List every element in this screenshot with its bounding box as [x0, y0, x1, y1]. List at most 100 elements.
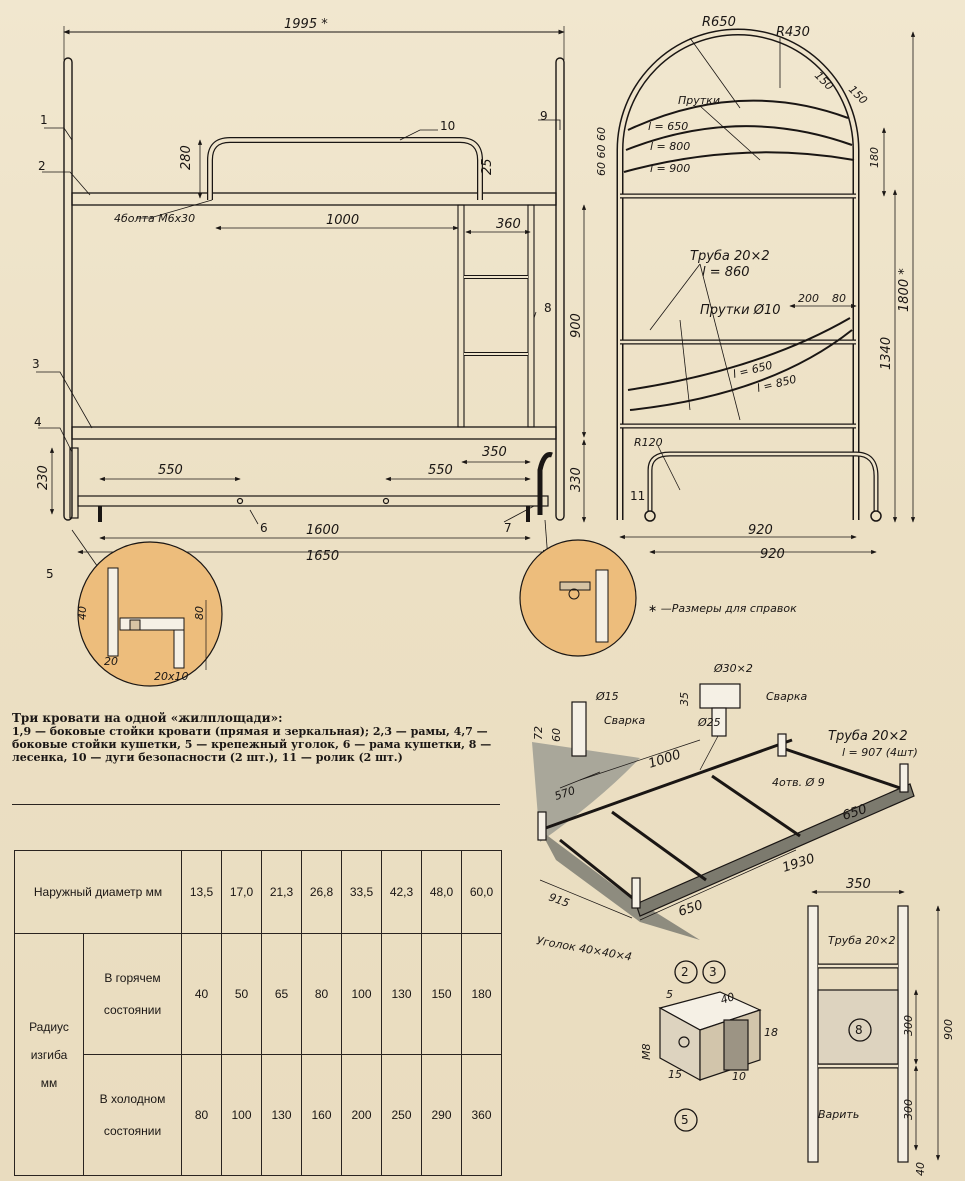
iso-tube: Труба 20×2 [828, 729, 908, 744]
iso-dim-1000: 1000 [647, 747, 683, 771]
hot-label-line-1: В горячем [104, 971, 161, 985]
hot-value-cell: 150 [421, 933, 462, 1055]
iso-dim-35: 35 [678, 692, 691, 706]
side-dim-200: 200 [798, 292, 819, 305]
hot-label-cell: В горячем состоянии [83, 933, 182, 1055]
table-row: В холодном состоянии 80 100 130 160 200 … [15, 1054, 502, 1176]
iso-holes: 4отв. Ø 9 [772, 776, 825, 789]
detail-dim-20: 20 [104, 655, 118, 668]
side-dim-60-60-60: 60 60 60 [595, 127, 608, 176]
ladder-dim-40: 40 [914, 1162, 927, 1176]
detail-right-circle [519, 519, 637, 657]
dim-total-width: 1995 * [284, 17, 328, 32]
side-rods-d10: Прутки Ø10 [700, 303, 781, 318]
side-dim-R430: R430 [776, 25, 810, 40]
iso-dim-60: 60 [550, 728, 563, 742]
diameter-cell: 26,8 [301, 850, 342, 934]
bracket-dim-5: 5 [666, 988, 673, 1001]
front-callouts: 1 2 3 4 5 6 7 8 9 10 [32, 109, 552, 581]
dim-280: 280 [179, 145, 194, 170]
callout-6: 6 [260, 521, 268, 535]
side-tube-label: Труба 20×2 [690, 249, 770, 264]
hot-value-cell: 80 [301, 933, 342, 1055]
side-tube-length: l = 860 [702, 265, 750, 280]
callout-8: 8 [544, 301, 552, 315]
couch-frame [77, 495, 549, 507]
dim-330: 330 [569, 467, 584, 492]
side-dim-150a: 150 [812, 69, 836, 93]
iso-dim-1930: 1930 [781, 851, 817, 875]
side-rod-l650: l = 650 [648, 120, 688, 133]
dim-230: 230 [36, 465, 51, 490]
iso-dim-650-a: 650 [841, 802, 869, 824]
side-label-rods: Прутки [678, 94, 720, 107]
cold-value-cell: 200 [341, 1054, 382, 1176]
iso-tube-len: l = 907 (4шт) [842, 746, 918, 759]
mm-label: мм [40, 1075, 58, 1090]
caption-title: Три кровати на одной «жилплощади»: [12, 711, 283, 725]
ladder-dim-900: 900 [942, 1019, 955, 1040]
dim-550-left: 550 [158, 463, 183, 478]
detail-dim-80: 80 [193, 606, 206, 620]
callout-5: 5 [46, 567, 54, 581]
dim-1650: 1650 [306, 549, 339, 564]
callout-3: 3 [32, 357, 40, 371]
caption-text: 1,9 — боковые стойки кровати (прямая и з… [12, 725, 492, 764]
diameter-cell: 60,0 [461, 850, 502, 934]
ladder-detail [807, 889, 941, 1163]
hot-value-cell: 40 [181, 933, 222, 1055]
lower-frame [71, 426, 557, 440]
caption-separator [12, 804, 500, 805]
callout-2: 2 [38, 159, 46, 173]
front-view [36, 26, 587, 555]
dim-900: 900 [569, 313, 584, 338]
side-dim-180: 180 [868, 147, 881, 168]
diameter-cell: 17,0 [221, 850, 262, 934]
side-rod-lower-850: l = 850 [756, 373, 798, 395]
ladder-weld: Варить [818, 1108, 859, 1121]
hot-value-cell: 50 [221, 933, 262, 1055]
iso-dim-650-b: 650 [677, 898, 705, 920]
callout-10: 10 [440, 119, 455, 133]
figure-caption: Три кровати на одной «жилплощади»: 1,9 —… [12, 711, 500, 765]
dim-bolts: 4болта М6х30 [114, 212, 195, 225]
diameter-cell: 21,3 [261, 850, 302, 934]
iso-dim-915: 915 [547, 891, 571, 910]
dim-25: 25 [480, 158, 495, 175]
iso-dim-570: 570 [553, 784, 577, 803]
bracket-dim-40: 40 [719, 990, 736, 1007]
bend-radius-table: Наружный диаметр мм 13,5 17,0 21,3 26,8 … [14, 850, 502, 1176]
cold-label-line-1: В холодном [99, 1092, 166, 1106]
side-dim-1800: 1800 * [897, 268, 912, 312]
dim-350: 350 [482, 445, 507, 460]
ladder-dim-300a: 300 [902, 1015, 915, 1036]
table-row: Наружный диаметр мм 13,5 17,0 21,3 26,8 … [14, 850, 502, 934]
left-post [63, 57, 73, 521]
diameter-cell: 13,5 [181, 850, 222, 934]
side-dim-1340: 1340 [879, 337, 894, 370]
cold-label-cell: В холодном состоянии [83, 1054, 182, 1176]
callout-9: 9 [540, 109, 548, 123]
side-dim-R120: R120 [634, 436, 663, 449]
detail-dim-40: 40 [76, 606, 89, 620]
dim-1600: 1600 [306, 523, 339, 538]
detail-dim-20x10: 20х10 [154, 670, 189, 683]
ladder-dim-350: 350 [846, 877, 871, 892]
bracket-dim-15: 15 [668, 1068, 682, 1081]
hot-value-cell: 65 [261, 933, 302, 1055]
callout-7: 7 [504, 521, 512, 535]
bracket-detail [658, 960, 762, 1132]
cold-value-cell: 360 [461, 1054, 502, 1176]
side-dim-920-a: 920 [748, 523, 773, 538]
iso-dim-72: 72 [532, 726, 545, 740]
dim-360: 360 [496, 217, 521, 232]
cold-value-cell: 160 [301, 1054, 342, 1176]
cold-value-cell: 130 [261, 1054, 302, 1176]
ladder-tube: Труба 20×2 [828, 934, 895, 947]
hot-value-cell: 130 [381, 933, 422, 1055]
bracket-callout-5: 5 [681, 1113, 689, 1127]
iso-weld-b: Сварка [766, 690, 808, 703]
side-dim-R650: R650 [702, 15, 736, 30]
upper-frame [71, 192, 557, 206]
